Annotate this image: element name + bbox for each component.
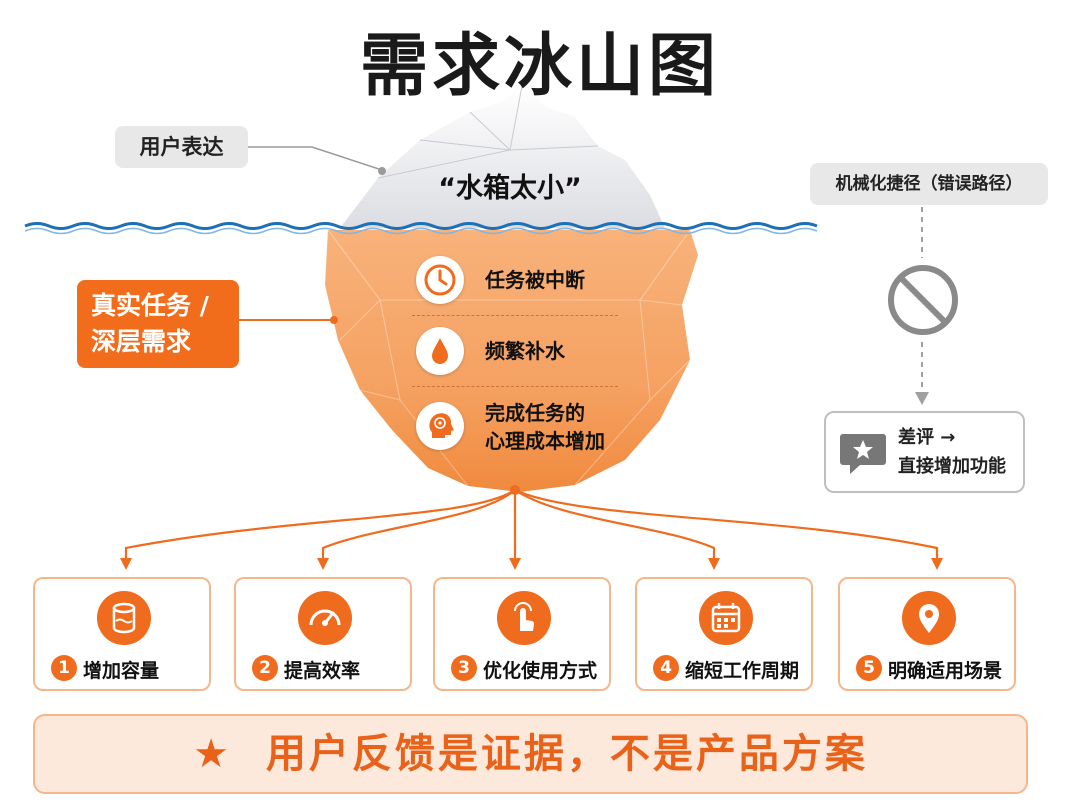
iceberg-tip-facets — [377, 85, 599, 179]
need-item-interrupted: 任务被中断 — [485, 268, 585, 292]
solution-number: 5 — [856, 655, 882, 681]
solution-label: 缩短工作周期 — [685, 660, 800, 682]
water-line-light — [24, 227, 818, 235]
solution-label: 明确适用场景 — [888, 660, 1003, 682]
banner-text: 用户反馈是证据，不是产品方案 — [265, 731, 868, 777]
branch-arrows — [124, 489, 939, 560]
page-title: 需求冰山图 — [359, 27, 720, 106]
deep-need-label-line2: 深层需求 — [91, 327, 192, 356]
water-drop-icon — [416, 327, 464, 375]
bad-review-box: 差评 → 直接增加功能 — [824, 411, 1025, 493]
deep-need-label-line1: 真实任务 / — [91, 291, 209, 320]
deep-need-label: 真实任务 / 深层需求 — [77, 280, 239, 368]
solution-card-scenario: 5 明确适用场景 — [838, 577, 1016, 691]
need-item-mental-cost-line1: 完成任务的 — [485, 401, 585, 425]
solution-number: 2 — [252, 655, 278, 681]
iceberg-tip — [340, 86, 665, 228]
solution-label: 提高效率 — [284, 660, 361, 682]
star-icon: ★ — [193, 731, 266, 777]
solution-label: 优化使用方式 — [483, 660, 598, 682]
solution-card-cycle: 4 缩短工作周期 — [635, 577, 813, 691]
conclusion-banner: ★ 用户反馈是证据，不是产品方案 — [33, 714, 1028, 794]
tap-hand-icon — [497, 591, 551, 645]
need-item-mental-cost-line2: 心理成本增加 — [485, 429, 605, 453]
solution-card-usage: 3 优化使用方式 — [433, 577, 611, 691]
calendar-icon — [699, 591, 753, 645]
branch-origin-dot — [510, 485, 520, 495]
no-entry-icon — [886, 263, 960, 337]
branch-arrowheads — [120, 558, 943, 570]
surface-leader-line — [248, 146, 383, 171]
bad-review-line2: 直接增加功能 — [898, 456, 1006, 477]
solution-number: 3 — [451, 655, 477, 681]
head-brain-icon — [416, 402, 464, 450]
solution-label: 增加容量 — [83, 660, 160, 682]
solution-number: 4 — [653, 655, 679, 681]
solution-card-capacity: 1 增加容量 — [33, 577, 211, 691]
gauge-icon — [298, 591, 352, 645]
need-item-refill: 频繁补水 — [485, 339, 565, 363]
bad-review-text: 差评 → 直接增加功能 — [898, 423, 1006, 481]
solution-number: 1 — [51, 655, 77, 681]
water-line — [24, 222, 818, 230]
surface-leader-dot — [378, 167, 386, 175]
wrong-path-label: 机械化捷径（错误路径） — [810, 163, 1048, 205]
need-item-mental-cost: 完成任务的 心理成本增加 — [485, 399, 605, 455]
need-divider — [412, 315, 618, 316]
surface-label: 用户表达 — [115, 126, 248, 168]
deep-leader-dot — [330, 316, 338, 324]
surface-quote: “水箱太小” — [438, 173, 582, 204]
cylinder-icon — [97, 591, 151, 645]
bad-review-line1: 差评 → — [898, 427, 956, 448]
need-divider — [412, 386, 618, 387]
location-pin-icon — [902, 591, 956, 645]
wrong-path-arrowhead — [915, 392, 929, 405]
star-review-icon — [838, 428, 888, 478]
clock-icon — [416, 256, 464, 304]
solution-card-efficiency: 2 提高效率 — [234, 577, 412, 691]
